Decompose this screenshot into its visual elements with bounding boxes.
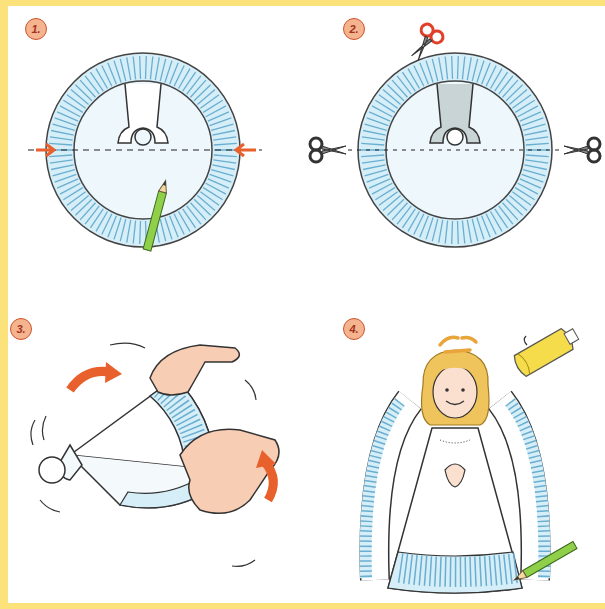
face [433, 366, 477, 418]
panel-background [8, 6, 605, 603]
eye [445, 388, 449, 392]
pencil [512, 542, 577, 584]
scissors [564, 138, 600, 162]
body-hem [388, 552, 522, 593]
glue-drop [524, 336, 527, 345]
step-number: 1. [25, 18, 47, 40]
turn-arrow-head [256, 450, 276, 468]
step-number: 4. [343, 318, 365, 340]
scissors-handle [310, 138, 322, 150]
turn-arrow-head [105, 362, 122, 383]
hands [445, 464, 465, 487]
fold-line [28, 149, 262, 150]
hand [180, 429, 279, 513]
fold-arrow [236, 144, 256, 156]
head-outline [447, 129, 463, 145]
scissors-blade [322, 146, 346, 154]
fringe [433, 356, 475, 375]
scissors-handle [588, 138, 600, 150]
cut-line [348, 149, 562, 150]
hem-pleats [400, 568, 518, 572]
turn-arrow [265, 462, 273, 500]
wing-pleats [510, 402, 544, 578]
glue-tube [512, 324, 582, 378]
halo [440, 337, 476, 352]
scissors [405, 22, 445, 65]
step-number: 2. [343, 18, 365, 40]
pencil [143, 179, 169, 251]
scissors [310, 22, 600, 162]
scissors-handle [419, 22, 436, 39]
collar [440, 440, 470, 443]
scissors-handle [588, 150, 600, 162]
motion-lines [31, 343, 256, 566]
scissors-handle [429, 29, 446, 46]
smile [446, 401, 464, 405]
wing-pleats [366, 402, 400, 578]
turn-arrow [70, 371, 110, 390]
head-outline [135, 129, 151, 145]
scissors-blade [564, 146, 588, 154]
scissors-handle [310, 150, 322, 162]
angel-body [388, 428, 522, 593]
fold-arrow [36, 144, 54, 156]
scissors [310, 138, 346, 162]
head-ball [39, 457, 65, 483]
wing-pleats-band [366, 402, 400, 578]
step-number: 3. [10, 318, 32, 340]
hair [422, 350, 489, 425]
hand [150, 345, 239, 395]
wing-pleats-band [510, 402, 544, 578]
angel-template [118, 84, 168, 143]
scissors-blade [412, 36, 432, 60]
eye [461, 388, 465, 392]
